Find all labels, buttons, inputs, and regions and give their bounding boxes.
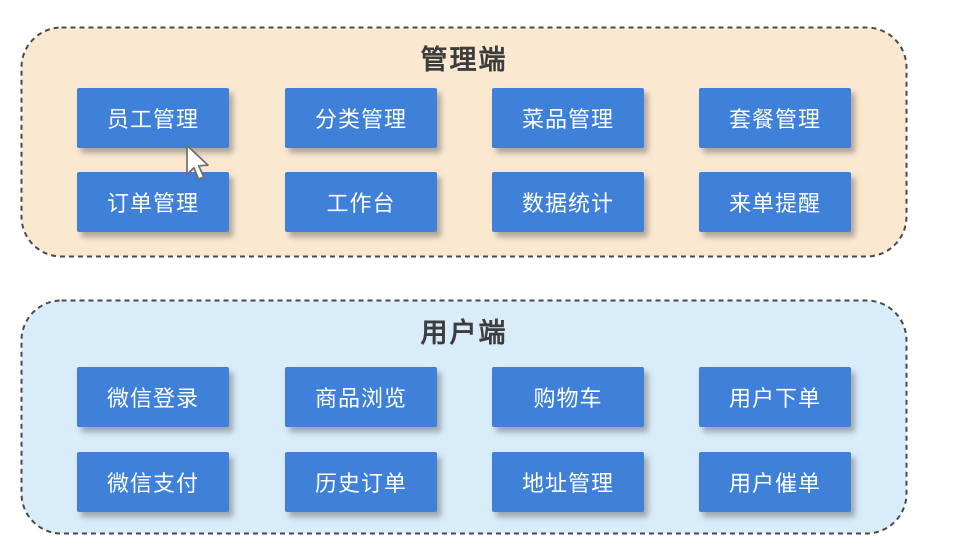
user-panel: 用户端 微信登录 商品浏览 购物车 用户下单 微信支付 历史订单 地址管理 用户…: [20, 299, 908, 535]
user-panel-border: [20, 299, 908, 535]
btn-wechat-login[interactable]: 微信登录: [77, 367, 229, 427]
btn-wechat-pay[interactable]: 微信支付: [77, 452, 229, 512]
admin-panel: 管理端 员工管理 分类管理 菜品管理 套餐管理 订单管理 工作台 数据统计 来单…: [20, 26, 908, 258]
btn-combo-mgmt[interactable]: 套餐管理: [699, 88, 851, 148]
btn-shopping-cart[interactable]: 购物车: [492, 367, 644, 427]
btn-browse-products[interactable]: 商品浏览: [285, 367, 437, 427]
btn-place-order[interactable]: 用户下单: [699, 367, 851, 427]
btn-category-mgmt[interactable]: 分类管理: [285, 88, 437, 148]
btn-employee-mgmt[interactable]: 员工管理: [77, 88, 229, 148]
btn-dish-mgmt[interactable]: 菜品管理: [492, 88, 644, 148]
admin-panel-border: [20, 26, 908, 258]
btn-urge-order[interactable]: 用户催单: [699, 452, 851, 512]
admin-panel-title: 管理端: [420, 45, 508, 75]
btn-order-reminder[interactable]: 来单提醒: [699, 172, 851, 232]
btn-address-mgmt[interactable]: 地址管理: [492, 452, 644, 512]
mouse-cursor-icon: [186, 144, 209, 181]
user-panel-title: 用户端: [420, 318, 508, 348]
btn-workbench[interactable]: 工作台: [285, 172, 437, 232]
btn-order-mgmt[interactable]: 订单管理: [77, 172, 229, 232]
btn-order-history[interactable]: 历史订单: [285, 452, 437, 512]
btn-data-statistics[interactable]: 数据统计: [492, 172, 644, 232]
